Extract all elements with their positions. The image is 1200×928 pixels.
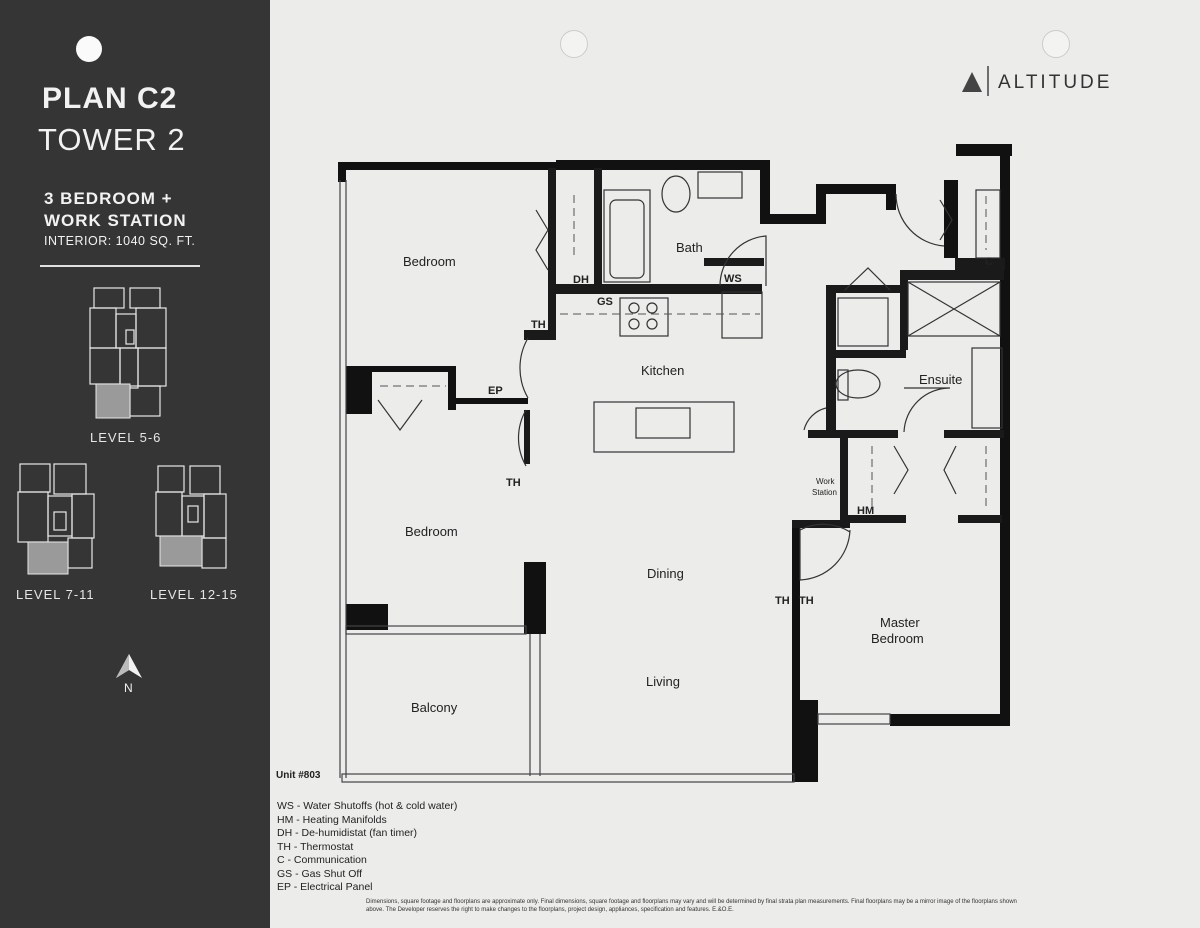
punch-hole — [76, 36, 102, 62]
utility-tags: DH WS GS TH EP TH C HM TH TH — [488, 256, 993, 607]
unit-number: Unit #803 — [276, 770, 321, 781]
legend-item: EP - Electrical Panel — [277, 881, 373, 893]
legend-item: DH - De-humidistat (fan timer) — [277, 827, 418, 839]
exterior-walls — [338, 144, 1012, 782]
glazing — [339, 180, 891, 783]
sidebar-panel: PLAN C2 TOWER 2 3 BEDROOM + WORK STATION… — [0, 0, 270, 928]
room-label-work: Work — [816, 477, 836, 486]
floorplan-sheet — [270, 0, 1200, 928]
bedroom-line-1: 3 BEDROOM + — [44, 189, 173, 208]
bedroom-line-2: WORK STATION — [44, 211, 187, 230]
tag-th: TH — [506, 477, 521, 489]
legend-item: TH - Thermostat — [277, 840, 354, 853]
room-label-dining: Dining — [647, 566, 684, 581]
punch-hole — [560, 30, 588, 58]
tag-gs: GS — [597, 296, 613, 308]
tag-ws: WS — [724, 273, 742, 285]
bedroom-count: 3 BEDROOM + WORK STATION — [44, 188, 187, 232]
legend-item: HM - Heating Manifolds — [277, 813, 387, 826]
keyplan-level-5-6 — [89, 287, 167, 419]
level-label: LEVEL 5-6 — [90, 430, 162, 445]
counter-lines — [380, 195, 987, 510]
tag-th: TH — [775, 595, 790, 607]
room-label-bedroom: Bedroom — [405, 524, 458, 539]
legend-item: GS - Gas Shut Off — [277, 867, 363, 880]
brand-name: ALTITUDE — [998, 72, 1113, 93]
level-label: LEVEL 12-15 — [150, 587, 238, 602]
room-labels: Bedroom Bath Kitchen Ensuite Bedroom Wor… — [403, 240, 962, 715]
room-label-balcony: Balcony — [411, 700, 458, 715]
keyplan-level-12-15 — [155, 465, 227, 569]
room-label-ensuite: Ensuite — [919, 372, 962, 387]
altitude-logo-icon — [962, 66, 989, 96]
room-label-kitchen: Kitchen — [641, 363, 684, 378]
tower-title: TOWER 2 — [38, 122, 186, 157]
legend-item: WS - Water Shutoffs (hot & cold water) — [277, 800, 458, 812]
keyplan-level-7-11 — [17, 463, 95, 575]
compass-label: N — [124, 681, 133, 695]
divider — [40, 265, 200, 267]
disclaimer: Dimensions, square footage and floorplan… — [366, 899, 1017, 913]
room-label-station: Station — [812, 488, 837, 497]
fixtures — [593, 171, 1003, 453]
tag-c: C — [985, 256, 993, 268]
tag-hm: HM — [857, 505, 874, 517]
legend-item: C - Communication — [277, 854, 367, 866]
room-label-master: Master — [880, 615, 920, 630]
room-label-living: Living — [646, 674, 680, 689]
tag-ep: EP — [488, 385, 503, 397]
utility-legend: WS - Water Shutoffs (hot & cold water) H… — [277, 800, 457, 895]
tag-th: TH — [531, 319, 546, 331]
punch-hole — [1042, 30, 1070, 58]
room-label-master-bedroom: Bedroom — [871, 631, 924, 646]
interior-area: INTERIOR: 1040 SQ. FT. — [44, 234, 196, 248]
tag-dh: DH — [573, 274, 589, 286]
plan-title: PLAN C2 — [42, 82, 178, 115]
tag-th: TH — [799, 595, 814, 607]
north-arrow-icon — [116, 654, 142, 678]
room-label-bedroom: Bedroom — [403, 254, 456, 269]
room-label-bath: Bath — [676, 240, 703, 255]
door-swings — [377, 193, 957, 581]
level-label: LEVEL 7-11 — [16, 587, 95, 602]
interior-walls — [524, 168, 1005, 528]
